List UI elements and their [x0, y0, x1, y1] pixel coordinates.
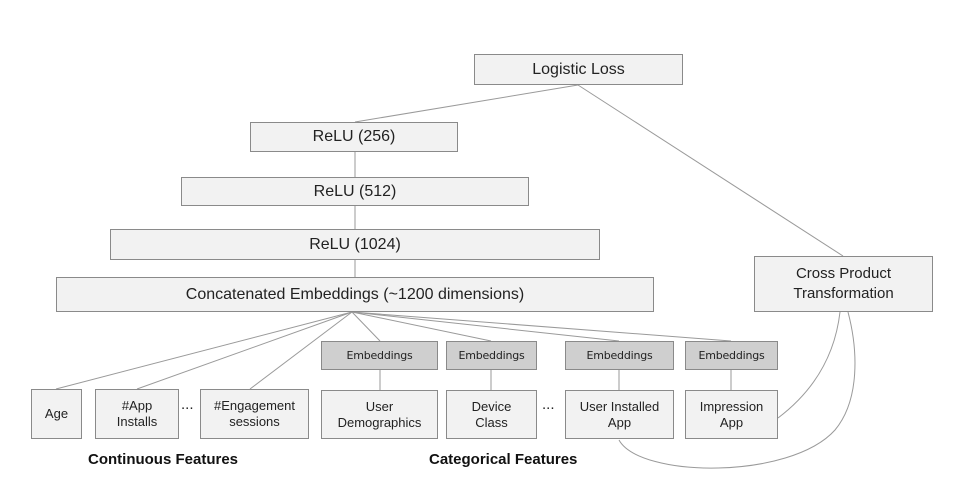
edge-app-installs-to-concat	[136, 311, 353, 390]
user-installed-app-node: User Installed App	[565, 390, 674, 439]
app-installs-node: #App Installs	[95, 389, 179, 439]
cross-product-node: Cross Product Transformation	[754, 256, 933, 312]
embeddings-node-device-class: Embeddings	[446, 341, 537, 370]
edge-relu256-to-loss	[354, 84, 579, 123]
embeddings-node-user-installed-app: Embeddings	[565, 341, 674, 370]
engagement-sessions-node: #Engagement sessions	[200, 389, 309, 439]
device-class-node: Device Class	[446, 390, 537, 439]
relu-1024-node: ReLU (1024)	[110, 229, 600, 260]
edge-impression-to-cross	[777, 311, 841, 419]
user-demographics-node: User Demographics	[321, 390, 438, 439]
edge-emb2-to-concat	[351, 311, 492, 342]
concat-embeddings-node: Concatenated Embeddings (~1200 dimension…	[56, 277, 654, 312]
embeddings-label: Embeddings	[698, 349, 765, 362]
concat-embeddings-label: Concatenated Embeddings (~1200 dimension…	[185, 285, 525, 303]
continuous-ellipsis: ...	[181, 396, 194, 413]
device-class-label: Device Class	[471, 398, 512, 430]
app-installs-label: #App Installs	[116, 398, 158, 429]
edge-age-to-concat	[55, 311, 353, 390]
user-installed-app-label: User Installed App	[579, 398, 660, 430]
logistic-loss-label: Logistic Loss	[532, 60, 625, 78]
relu-256-label: ReLU (256)	[312, 128, 396, 145]
age-label: Age	[44, 406, 69, 421]
edge-cross-to-loss	[577, 84, 844, 257]
embeddings-node-impression-app: Embeddings	[685, 341, 778, 370]
edge-emb1-to-concat	[351, 311, 381, 342]
embeddings-node-user-demographics: Embeddings	[321, 341, 438, 370]
relu-512-node: ReLU (512)	[181, 177, 529, 206]
impression-app-label: Impression App	[699, 398, 764, 430]
impression-app-node: Impression App	[685, 390, 778, 439]
relu-1024-label: ReLU (1024)	[309, 235, 401, 253]
user-demographics-label: User Demographics	[337, 398, 422, 430]
edge-engagement-to-concat	[249, 311, 353, 390]
edge-user-installed-to-cross	[618, 311, 856, 469]
relu-512-label: ReLU (512)	[313, 182, 397, 200]
edge-emb3-to-concat	[351, 311, 620, 342]
engagement-sessions-label: #Engagement sessions	[214, 398, 295, 429]
age-node: Age	[31, 389, 82, 439]
embeddings-label: Embeddings	[458, 349, 525, 362]
embeddings-label: Embeddings	[586, 349, 653, 362]
embeddings-label: Embeddings	[346, 349, 413, 362]
categorical-features-label: Categorical Features	[429, 451, 578, 468]
edge-emb4-to-concat	[351, 311, 732, 342]
cross-product-label: Cross Product Transformation	[793, 265, 894, 302]
continuous-features-label: Continuous Features	[88, 451, 239, 468]
categorical-ellipsis: ...	[542, 396, 555, 413]
logistic-loss-node: Logistic Loss	[474, 54, 683, 85]
relu-256-node: ReLU (256)	[250, 122, 458, 152]
